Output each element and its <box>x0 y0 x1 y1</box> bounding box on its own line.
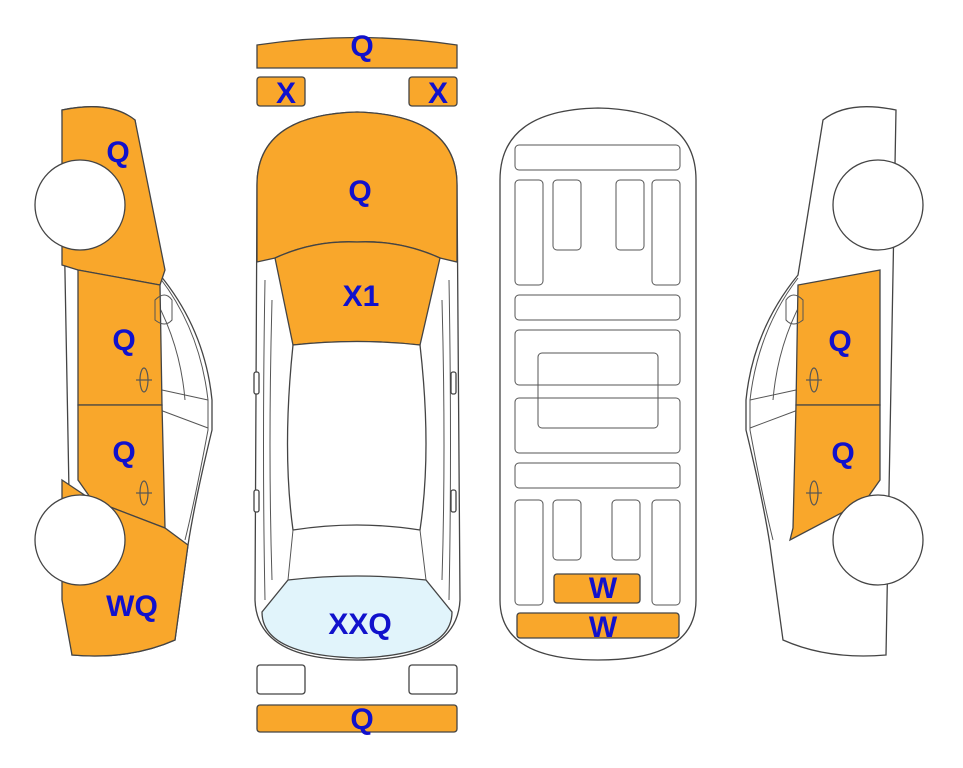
left-rear-lamp <box>256 664 306 695</box>
left-rear-wheel <box>34 494 126 586</box>
label-right-fog-lamp: X <box>428 77 448 110</box>
top-view: Q X X Q X1 XXQ Q <box>253 30 461 736</box>
rear-window-panel[interactable] <box>261 575 453 659</box>
right-side-view: Q Q <box>745 106 924 657</box>
right-front-door-handle <box>806 367 822 393</box>
right-rear-door-panel[interactable] <box>789 404 881 542</box>
label-left-fog-lamp: X <box>276 77 296 110</box>
left-side-view: Q Q Q WQ <box>34 106 213 657</box>
front-bumper-panel[interactable] <box>256 36 458 69</box>
left-front-door-handle <box>136 367 152 393</box>
label-left-rear-quarter: WQ <box>106 590 158 623</box>
label-windshield: X1 <box>343 280 380 313</box>
label-right-rear-door: Q <box>831 437 854 470</box>
left-fog-lamp-panel[interactable] <box>256 76 306 107</box>
label-rear-window: XXQ <box>328 608 391 641</box>
label-front-bumper: Q <box>350 30 373 63</box>
underbody-rear-panel[interactable] <box>553 573 641 604</box>
label-left-front-fender: Q <box>106 136 129 169</box>
right-rear-door-handle <box>806 480 822 506</box>
right-front-wheel <box>832 159 924 251</box>
rear-bumper-panel[interactable] <box>256 704 458 733</box>
label-left-front-door: Q <box>112 324 135 357</box>
left-front-wheel <box>34 159 126 251</box>
right-rear-wheel <box>832 494 924 586</box>
underbody-view: W W <box>499 107 697 661</box>
label-underbody-rear-sill: W <box>589 611 618 644</box>
label-left-rear-door: Q <box>112 436 135 469</box>
label-right-front-door: Q <box>828 325 851 358</box>
underbody-rear-sill[interactable] <box>516 612 680 639</box>
label-rear-bumper: Q <box>350 703 373 736</box>
label-underbody-rear-panel: W <box>589 572 618 605</box>
label-hood: Q <box>348 175 371 208</box>
right-rear-lamp <box>408 664 458 695</box>
left-rear-door-handle <box>136 480 152 506</box>
right-fog-lamp-panel[interactable] <box>408 76 458 107</box>
